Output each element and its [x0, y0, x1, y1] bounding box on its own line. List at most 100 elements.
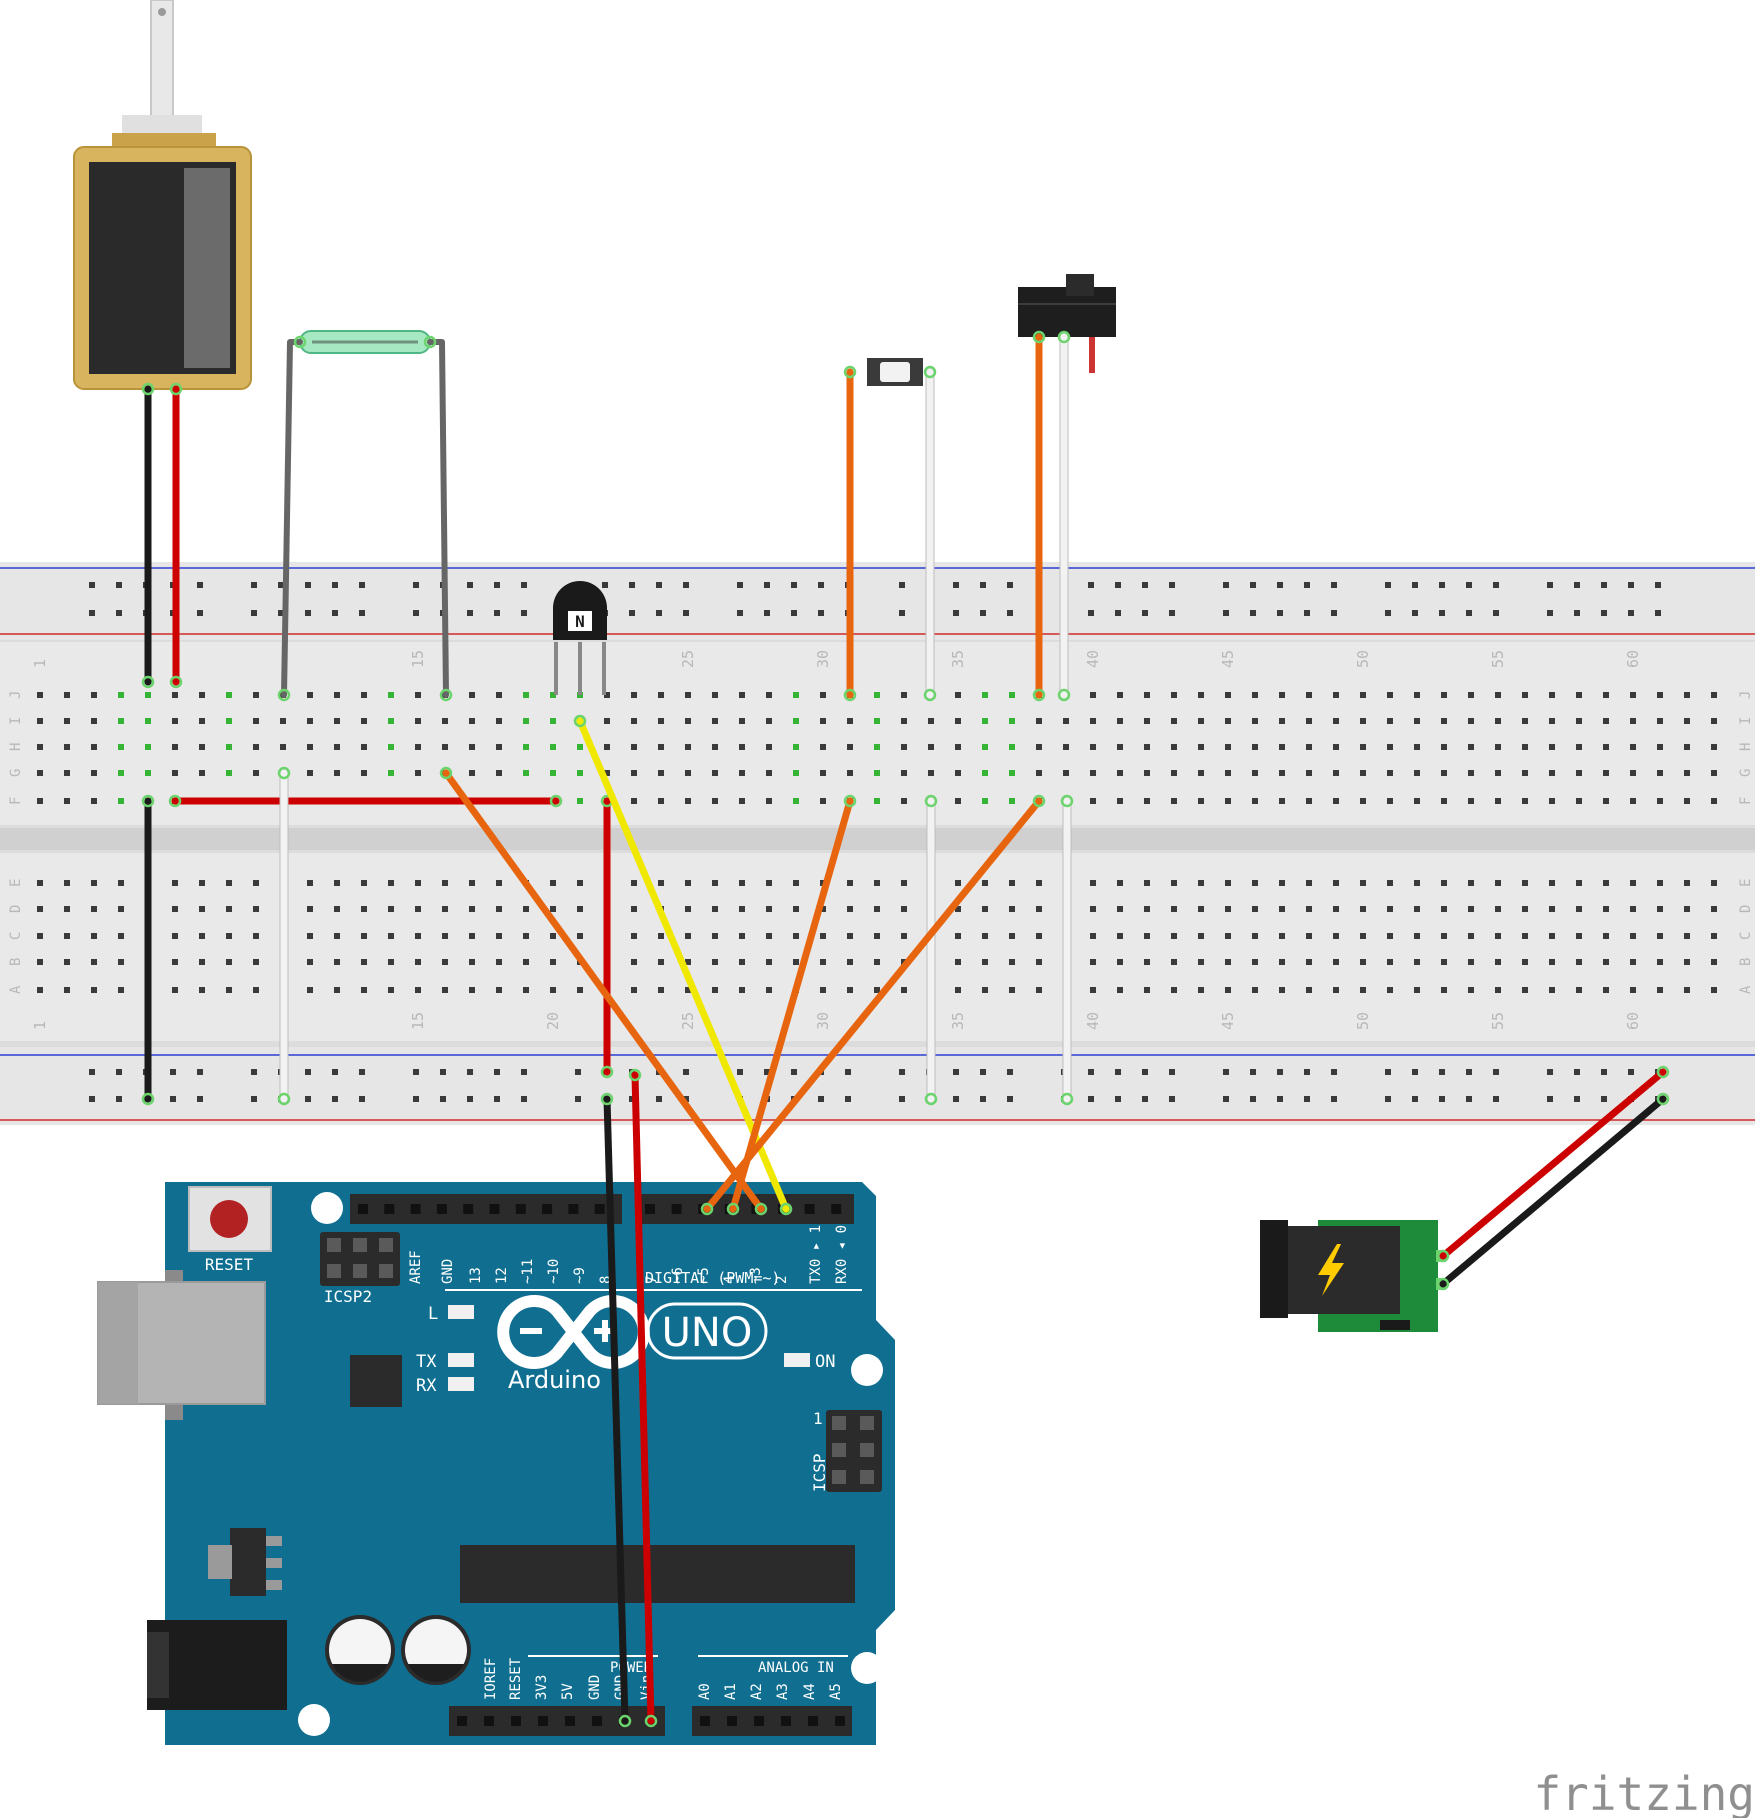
npn-transistor: N — [553, 581, 607, 695]
breadboard-hole — [793, 880, 799, 886]
breadboard-hole — [1684, 692, 1690, 698]
transistor-body — [553, 581, 607, 640]
breadboard-hole — [1522, 770, 1528, 776]
push-button[interactable] — [867, 358, 923, 386]
wire-end — [924, 1092, 938, 1106]
rail-hole — [413, 1069, 419, 1075]
breadboard-hole — [874, 744, 880, 750]
breadboard-hole — [1306, 933, 1312, 939]
wire-end — [1060, 794, 1074, 808]
breadboard-hole — [982, 880, 988, 886]
rail-hole — [440, 1096, 446, 1102]
header-socket — [727, 1716, 737, 1726]
rail-hole — [1574, 1069, 1580, 1075]
breadboard-hole — [712, 770, 718, 776]
pin-label: ~9 — [572, 1267, 588, 1284]
breadboard-hole — [1684, 770, 1690, 776]
breadboard-hole — [1549, 770, 1555, 776]
breadboard-hole — [1522, 987, 1528, 993]
breadboard-hole — [793, 933, 799, 939]
breadboard-hole — [1252, 933, 1258, 939]
rail-hole — [494, 1069, 500, 1075]
wire-end — [1436, 1277, 1450, 1291]
breadboard-hole — [955, 987, 961, 993]
breadboard-hole — [604, 770, 610, 776]
breadboard-hole — [982, 959, 988, 965]
breadboard-hole — [91, 692, 97, 698]
rail-hole — [1439, 610, 1445, 616]
breadboard-hole — [820, 987, 826, 993]
breadboard-hole — [631, 906, 637, 912]
rail-hole — [197, 610, 203, 616]
header-socket — [484, 1716, 494, 1726]
breadboard-hole — [1414, 692, 1420, 698]
wire-end — [1032, 794, 1046, 808]
breadboard-hole — [820, 798, 826, 804]
rail-hole — [1331, 610, 1337, 616]
slide-switch-knob[interactable] — [1066, 274, 1094, 296]
breadboard-hole — [307, 933, 313, 939]
breadboard-hole — [1360, 906, 1366, 912]
breadboard-hole — [1252, 959, 1258, 965]
breadboard-hole — [1306, 798, 1312, 804]
rail-hole — [1304, 610, 1310, 616]
breadboard-hole — [1522, 880, 1528, 886]
breadboard-hole — [199, 880, 205, 886]
breadboard-hole — [874, 959, 880, 965]
column-number: 25 — [679, 1012, 697, 1030]
rail-hole — [575, 1096, 581, 1102]
rail-hole — [656, 582, 662, 588]
breadboard-hole — [955, 744, 961, 750]
breadboard-hole — [550, 933, 556, 939]
reset-button-cap[interactable] — [210, 1200, 248, 1238]
rail-hole — [980, 582, 986, 588]
slide-switch[interactable] — [1018, 274, 1116, 373]
icsp2-label: ICSP2 — [324, 1287, 372, 1306]
row-letter: G — [8, 769, 24, 777]
breadboard-hole — [469, 718, 475, 724]
breadboard-hole — [388, 959, 394, 965]
breadboard-hole — [1495, 906, 1501, 912]
header-socket — [538, 1716, 548, 1726]
breadboard-hole — [1387, 744, 1393, 750]
rail-hole — [683, 582, 689, 588]
rail-hole — [305, 582, 311, 588]
pin-label: 2 — [774, 1276, 790, 1284]
column-number: 45 — [1219, 1012, 1237, 1030]
rail-hole — [89, 1096, 95, 1102]
breadboard-hole — [1468, 770, 1474, 776]
pin-label: ~3 — [748, 1267, 764, 1284]
breadboard-hole — [955, 933, 961, 939]
power-jack-lip — [1260, 1220, 1288, 1318]
breadboard-hole — [739, 880, 745, 886]
breadboard-hole — [1576, 906, 1582, 912]
wire-end — [141, 382, 155, 396]
push-button-cap[interactable] — [880, 362, 910, 382]
breadboard-hole — [901, 692, 907, 698]
breadboard-hole — [685, 718, 691, 724]
reset-button[interactable] — [188, 1186, 272, 1252]
breadboard-hole — [739, 933, 745, 939]
rail-hole — [413, 1096, 419, 1102]
breadboard-hole — [1576, 933, 1582, 939]
wire-end — [1032, 330, 1046, 344]
breadboard-hole — [1441, 718, 1447, 724]
breadboard-hole — [523, 933, 529, 939]
breadboard-hole — [1441, 959, 1447, 965]
breadboard-hole — [442, 906, 448, 912]
breadboard-hole — [631, 770, 637, 776]
rail-hole — [764, 582, 770, 588]
breadboard-hole — [64, 718, 70, 724]
breadboard-hole — [712, 959, 718, 965]
header-socket — [592, 1716, 602, 1726]
breadboard-hole — [145, 770, 151, 776]
breadboard-hole — [766, 770, 772, 776]
power-jack-pad — [1380, 1320, 1410, 1330]
breadboard-hole — [766, 987, 772, 993]
breadboard-hole — [145, 718, 151, 724]
rail-hole — [1385, 582, 1391, 588]
rail-hole — [332, 610, 338, 616]
breadboard-hole — [631, 798, 637, 804]
